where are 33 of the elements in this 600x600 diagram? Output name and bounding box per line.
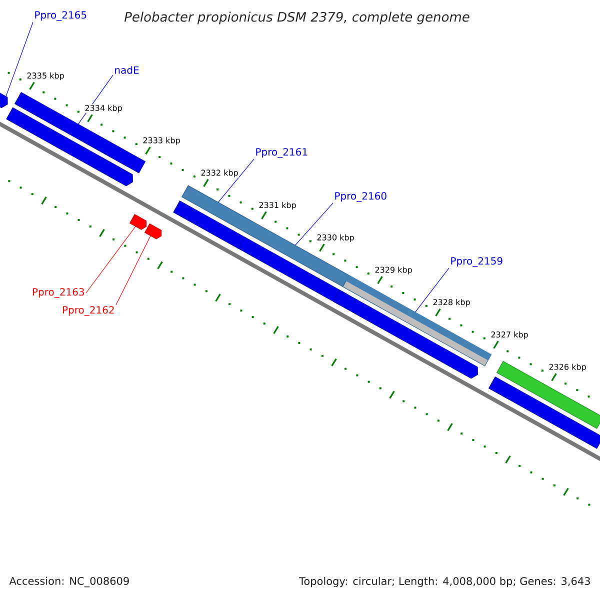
leader-line xyxy=(218,158,254,203)
gene-label: Ppro_2163 xyxy=(32,288,84,298)
gene-block xyxy=(173,200,245,249)
scale-label: 2326 kbp xyxy=(548,363,587,372)
gene-block xyxy=(129,214,147,230)
gene-label: Ppro_2159 xyxy=(451,257,502,267)
gene-label: Ppro_2161 xyxy=(256,148,308,158)
scale-label: 2332 kbp xyxy=(200,169,239,178)
scale-label: 2327 kbp xyxy=(490,330,529,340)
leader-line xyxy=(414,268,450,313)
scale-label: 2335 kbp xyxy=(26,72,65,81)
title: Pelobacter propionicus DSM 2379, complete genome xyxy=(124,12,470,24)
gene-block xyxy=(333,290,478,379)
scale-label: 2330 kbp xyxy=(316,234,355,242)
leader-line xyxy=(86,226,136,294)
scale-label: 2333 kbp xyxy=(142,136,181,146)
leader-line xyxy=(116,235,151,306)
footer-text: Topology: circular; Length: 4,008,000 bp; Genes: 3,643 xyxy=(299,576,590,588)
scale-label: 2328 kbp xyxy=(432,298,471,308)
gene-label: nadE xyxy=(115,66,139,74)
gene-label: Ppro_2165 xyxy=(35,11,86,21)
gene-block xyxy=(0,92,8,108)
gene-block xyxy=(144,223,162,240)
scale-label: 2331 kbp xyxy=(258,201,297,210)
leader-line xyxy=(294,202,334,246)
scale-label: 2329 kbp xyxy=(374,266,413,275)
gene-label: Ppro_2160 xyxy=(335,192,386,202)
gene-block xyxy=(496,360,600,429)
scale-label: 2334 kbp xyxy=(84,104,123,114)
gene-label: Ppro_2162 xyxy=(62,306,114,316)
gene-block xyxy=(488,376,600,449)
footer-text: Accession: NC_008609 xyxy=(9,576,129,588)
leader-line xyxy=(6,22,34,97)
